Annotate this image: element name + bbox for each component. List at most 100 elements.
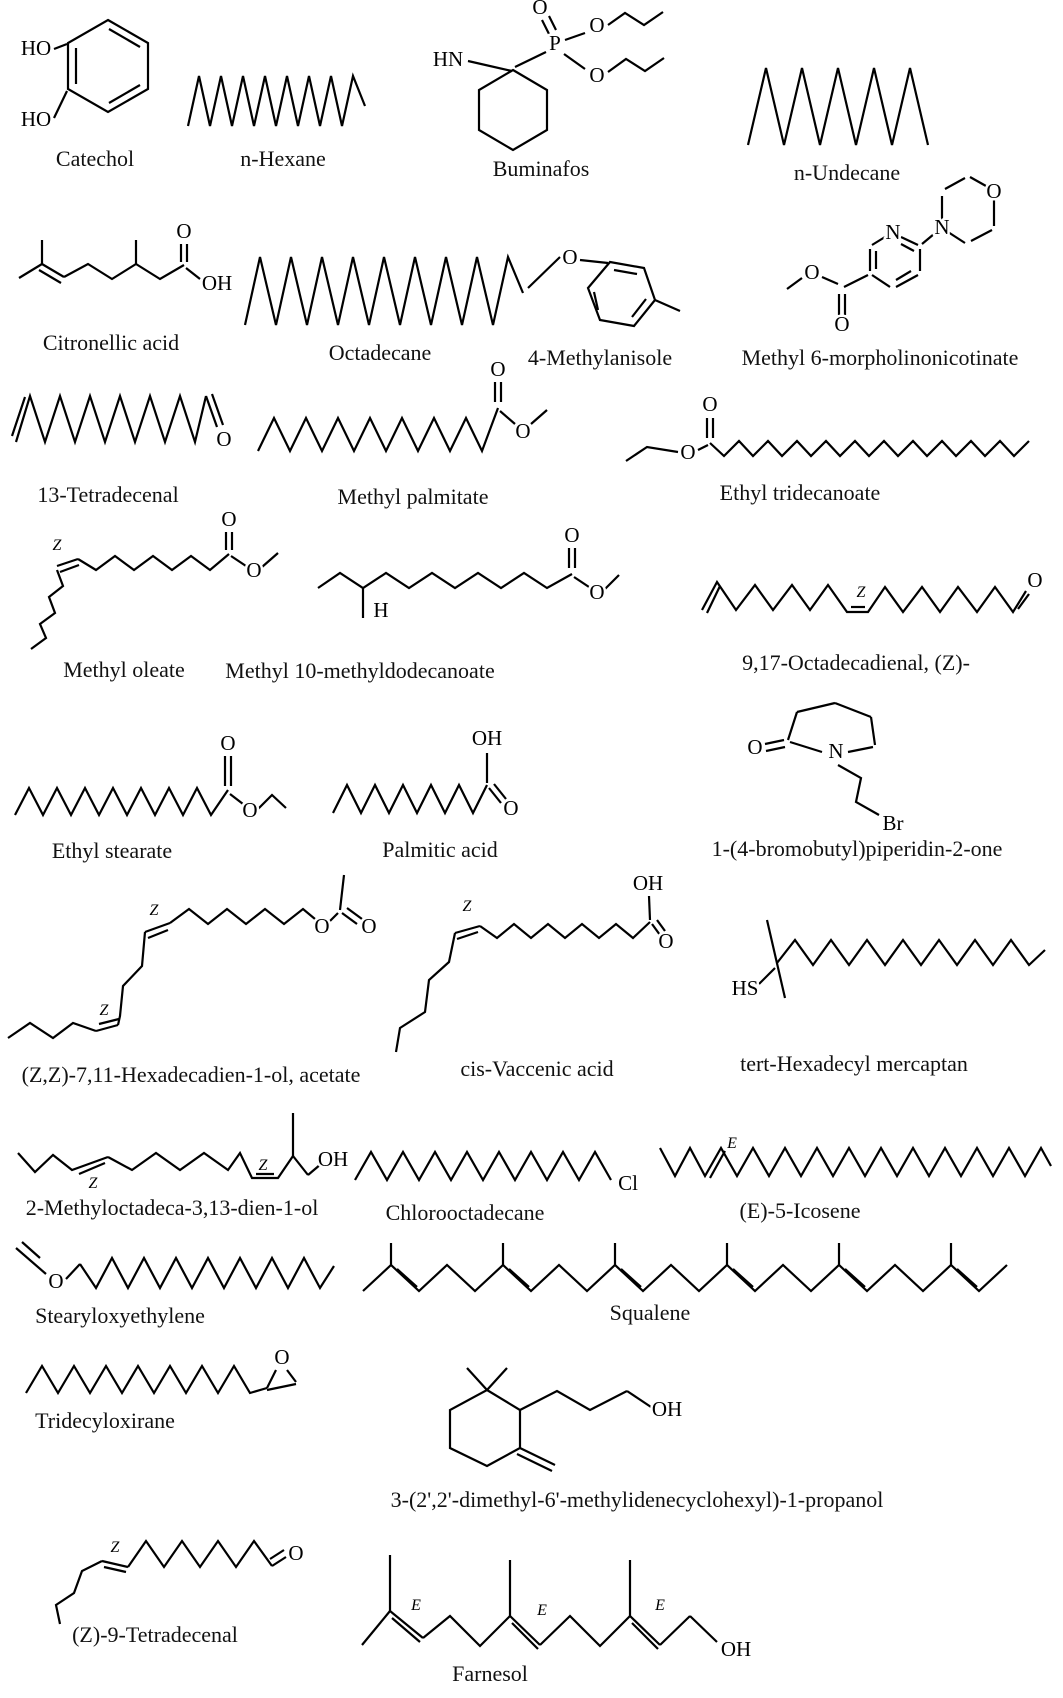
structure-1-4-bromobutyl-piperidin-2-one: O N Br: [745, 701, 906, 838]
atom-label: O: [490, 357, 505, 381]
atom-label: OH: [652, 1397, 682, 1421]
structure-2-methyloctadeca-3-13-dien-1-ol: Z Z OH: [17, 1113, 351, 1194]
atom-label: O: [503, 796, 518, 820]
structure-chlorooctadecane: Cl: [354, 1149, 641, 1198]
compound-catechol: HO HO: [8, 12, 173, 142]
structure-ethyl-tridecanoate: O O: [625, 390, 1030, 467]
structure-citronellic-acid: O OH: [18, 217, 235, 298]
atom-label: O: [242, 798, 257, 822]
label-catechol: Catechol: [55, 146, 135, 171]
label-dimethyl-methylidenecyclohexyl-propanol: 3-(2',2'-dimethyl-6'-methylidenecyclohex…: [390, 1487, 884, 1512]
atom-label: O: [220, 731, 235, 755]
atom-label: P: [549, 31, 561, 55]
label-ethyl-tridecanoate: Ethyl tridecanoate: [719, 480, 881, 505]
stereo-label: Z: [857, 584, 867, 601]
compound-citronellic-acid: O OH: [5, 217, 240, 323]
label-tridecyloxirane: Tridecyloxirane: [35, 1408, 175, 1433]
label-palmitic-acid: Palmitic acid: [382, 837, 498, 862]
label-n-hexane: n-Hexane: [240, 146, 326, 171]
stereo-label: E: [536, 1602, 547, 1619]
atom-label: O: [515, 419, 530, 443]
atom-label: O: [361, 914, 376, 938]
label-z-9-tetradecenal: (Z)-9-Tetradecenal: [72, 1622, 238, 1647]
compound-4-methylanisole: O: [518, 228, 688, 340]
structure-cis-vaccenic-acid: Z OH O: [394, 869, 676, 1053]
structure-z-9-tetradecenal: Z O: [54, 1537, 306, 1625]
compound-n-undecane: [742, 50, 952, 162]
structure-methyl-palmitate: O O: [257, 355, 548, 454]
compound-stearyloxyethylene: O: [8, 1236, 340, 1304]
label-methyl-10-methyldodecanoate: Methyl 10-methyldodecanoate: [225, 658, 495, 683]
compound-methyl-palmitate: O O: [250, 355, 555, 481]
label-methyl-6-morpholinonicotinate: Methyl 6-morpholinonicotinate: [741, 345, 1019, 370]
atom-label: HS: [732, 976, 759, 1000]
label-methyl-oleate: Methyl oleate: [63, 657, 185, 682]
label-octadecane: Octadecane: [328, 340, 432, 365]
atom-label: O: [589, 580, 604, 604]
label-2-methyloctadeca-3-13-dien-1-ol: 2-Methyloctadeca-3,13-dien-1-ol: [25, 1195, 319, 1220]
label-farnesol: Farnesol: [452, 1661, 528, 1686]
atom-label: OH: [633, 871, 663, 895]
atom-label: N: [934, 215, 949, 239]
atom-label: OH: [318, 1147, 348, 1171]
structure-13-tetradecenal: O: [10, 392, 234, 454]
label-chlorooctadecane: Chlorooctadecane: [385, 1200, 545, 1225]
structure-4-methylanisole: O: [527, 243, 681, 328]
compound-chlorooctadecane: Cl: [348, 1136, 648, 1198]
atom-label: N: [828, 739, 843, 763]
structure-methyl-10-methyldodecanoate: H O O: [317, 521, 620, 625]
stereo-label: Z: [53, 537, 63, 554]
atom-label: HN: [433, 47, 463, 71]
structure-farnesol: E E E OH: [361, 1555, 754, 1664]
atom-label: Br: [883, 811, 904, 835]
compound-palmitic-acid: OH O: [325, 713, 615, 827]
label-squalene: Squalene: [609, 1300, 691, 1325]
atom-label: O: [288, 1541, 303, 1565]
compound-13-tetradecenal: O: [8, 382, 234, 460]
label-1-4-bromobutyl-piperidin-2-one: 1-(4-bromobutyl)piperidin-2-one: [711, 836, 1003, 861]
structure-zz-7-11-hexadecadien-1-ol-acetate: O O Z Z: [7, 874, 379, 1040]
atom-label: O: [589, 63, 604, 87]
compound-octadecane: [240, 243, 535, 338]
atom-label: H: [373, 598, 388, 622]
atom-label: O: [804, 260, 819, 284]
structure-stearyloxyethylene: O: [15, 1241, 335, 1296]
atom-label: Cl: [618, 1171, 638, 1195]
compound-squalene: [355, 1233, 1055, 1305]
label-zz-7-11-hexadecadien-1-ol-acetate: (Z,Z)-7,11-Hexadecadien-1-ol, acetate: [21, 1062, 361, 1087]
atom-label: O: [532, 0, 547, 19]
structure-methyl-oleate: Z O O: [30, 505, 279, 650]
stereo-label: Z: [259, 1157, 269, 1174]
compound-zz-7-11-hexadecadien-1-ol-acetate: O O Z Z: [0, 815, 379, 1047]
label-ethyl-stearate: Ethyl stearate: [51, 838, 173, 863]
atom-label: O: [221, 507, 236, 531]
atom-label: O: [314, 914, 329, 938]
atom-label: O: [1027, 568, 1042, 592]
label-buminafos: Buminafos: [492, 156, 590, 181]
stereo-label: Z: [463, 898, 473, 915]
structure-octadecane: [243, 253, 525, 326]
structure-buminafos: HN P O O O: [430, 0, 665, 152]
atom-label: HO: [21, 107, 51, 131]
atom-label: O: [274, 1345, 289, 1369]
atom-label: O: [986, 179, 1001, 203]
compound-methyl-oleate: Z O O: [5, 490, 290, 652]
atom-label: O: [680, 440, 695, 464]
compound-cis-vaccenic-acid: Z OH O: [355, 812, 676, 1057]
compound-dimethyl-methylidenecyclohexyl-propanol: OH: [393, 1364, 728, 1478]
atom-label: O: [176, 219, 191, 243]
label-cis-vaccenic-acid: cis-Vaccenic acid: [460, 1056, 614, 1081]
stereo-label: Z: [89, 1175, 99, 1192]
stereo-label: Z: [111, 1539, 121, 1556]
compound-2-methyloctadeca-3-13-dien-1-ol: Z Z OH: [8, 1096, 351, 1194]
atom-label: O: [702, 392, 717, 416]
structure-n-hexane: [186, 72, 367, 127]
structure-n-undecane: [746, 67, 930, 146]
compound-1-4-bromobutyl-piperidin-2-one: O N Br: [668, 645, 913, 840]
structure-catechol: HO HO: [18, 18, 150, 134]
label-4-methylanisole: 4-Methylanisole: [527, 345, 673, 370]
stereo-label: E: [726, 1135, 737, 1152]
stereo-label: Z: [150, 902, 160, 919]
atom-label: HO: [21, 36, 51, 60]
